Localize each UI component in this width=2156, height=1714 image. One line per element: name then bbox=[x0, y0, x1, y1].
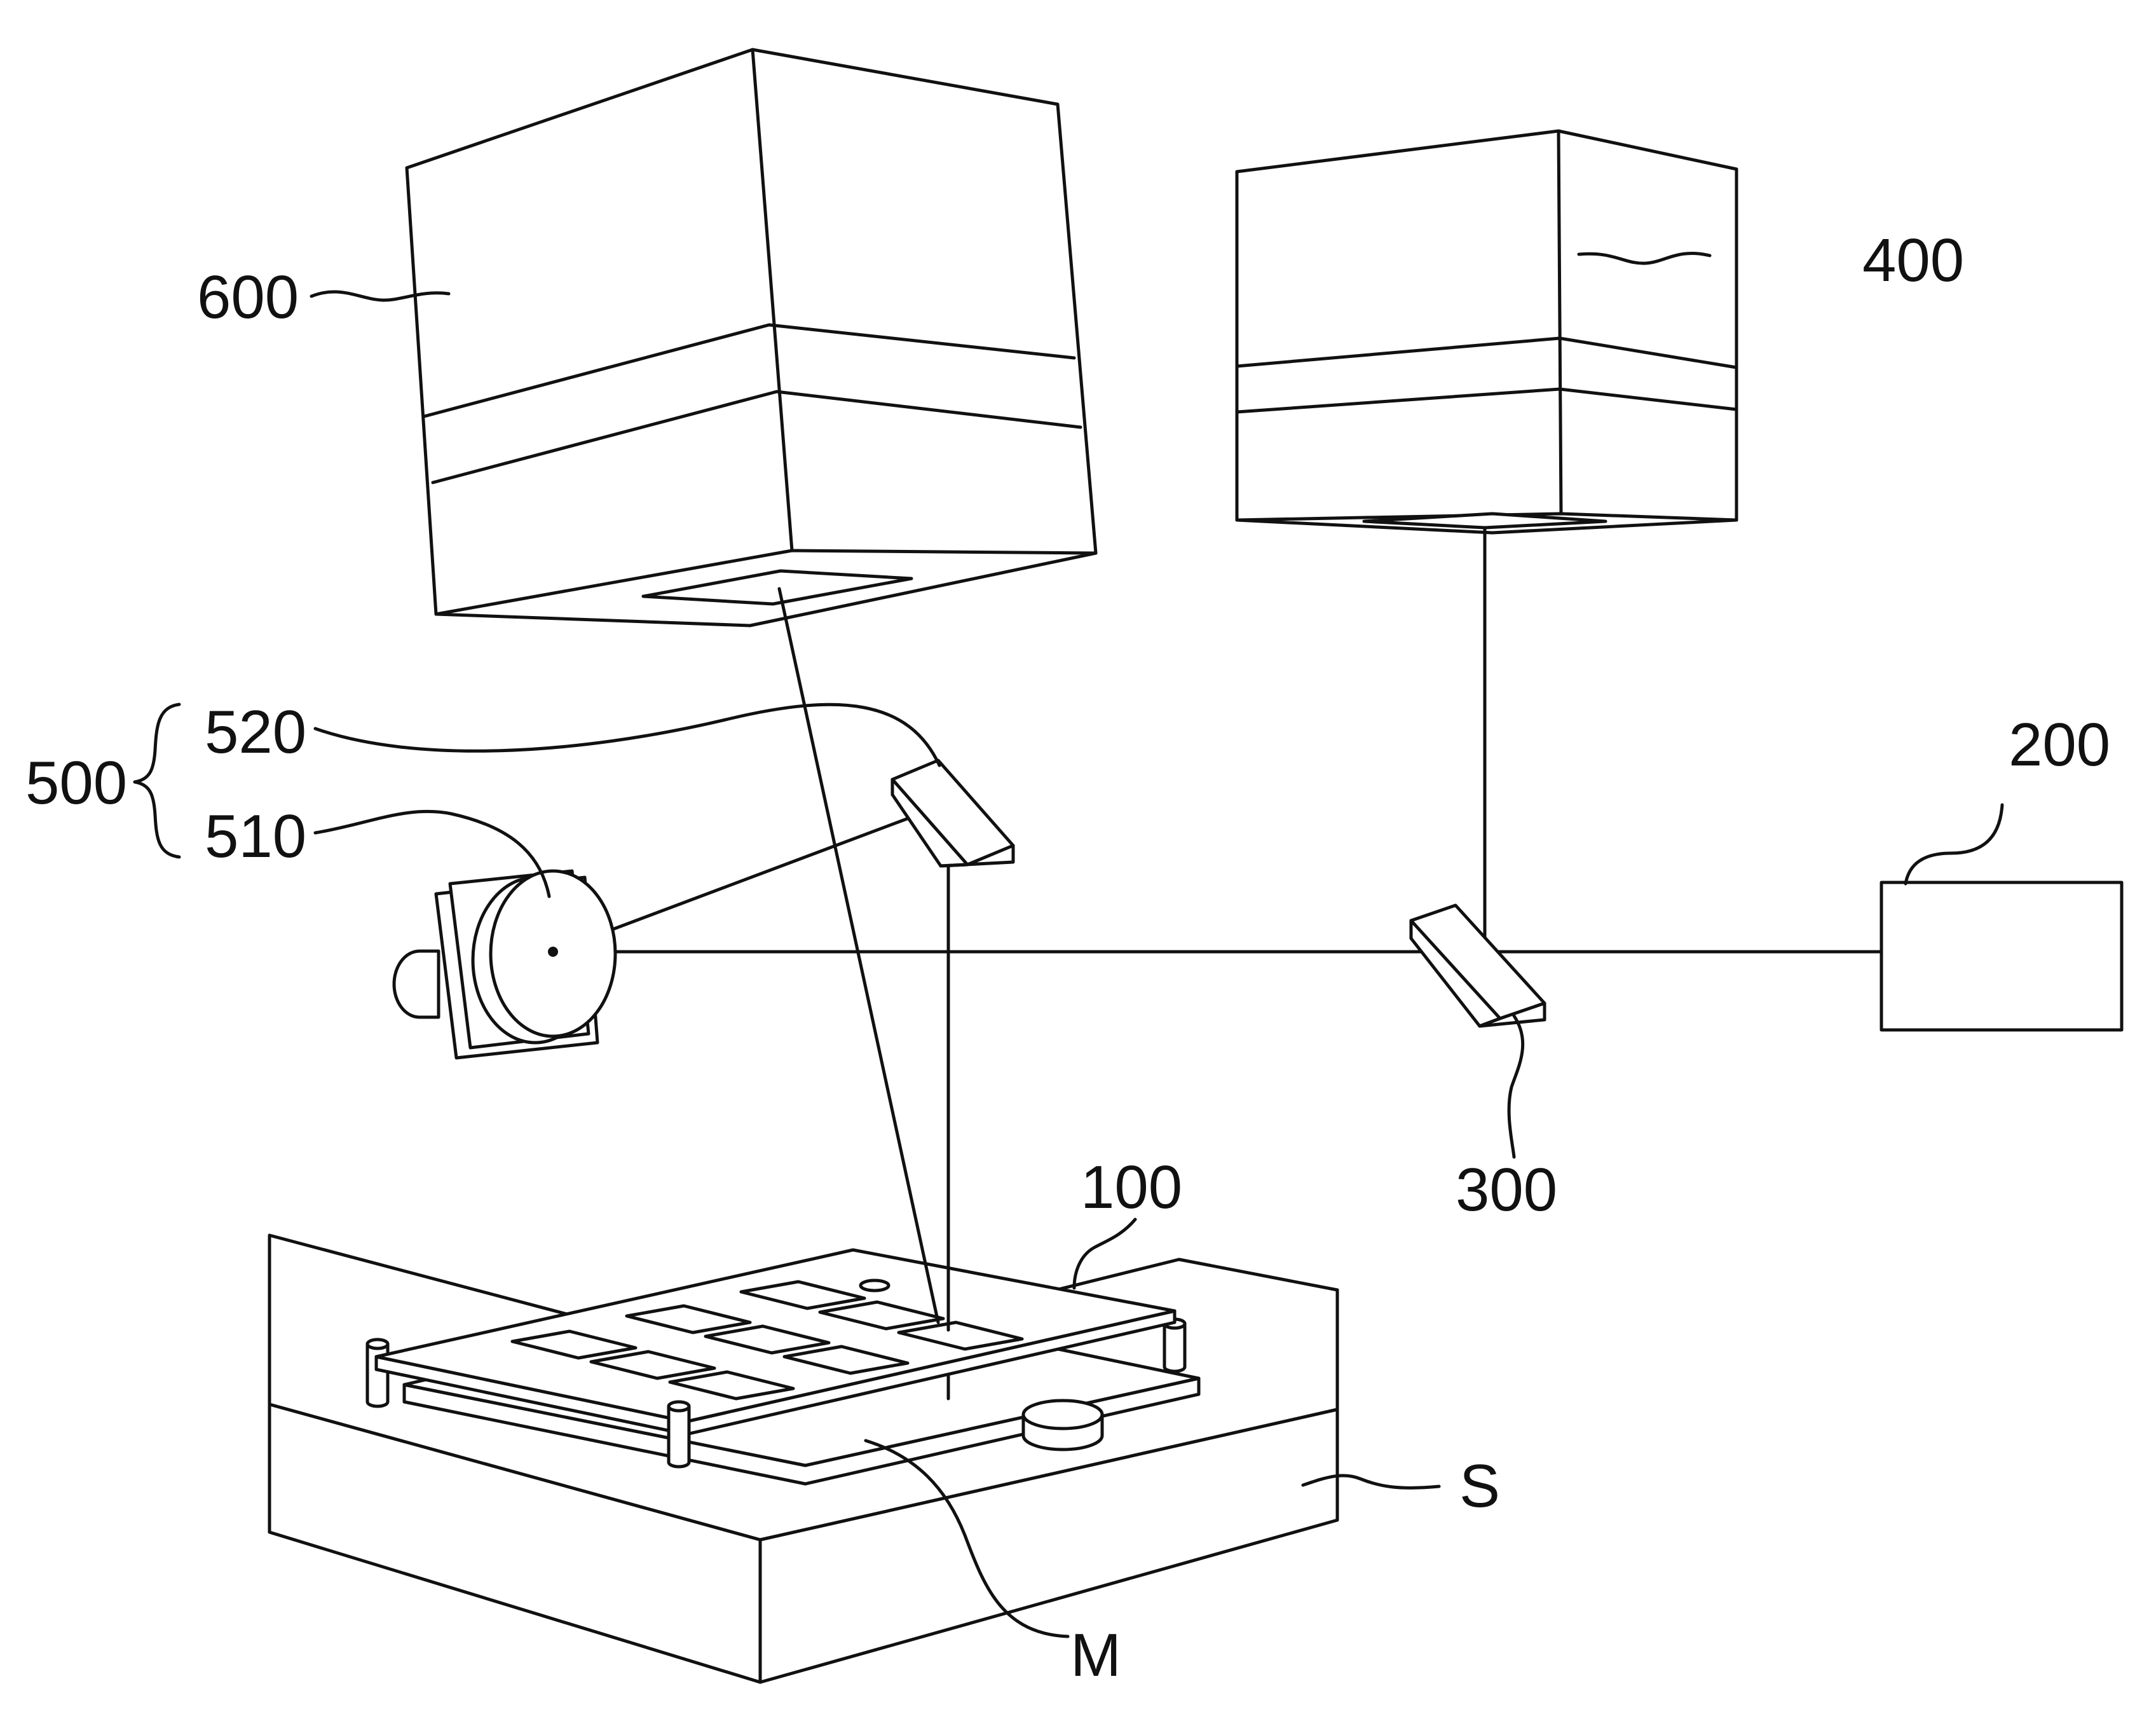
label-400: 400 bbox=[1862, 226, 1964, 294]
label-100: 100 bbox=[1081, 1153, 1182, 1221]
reference-labels: 600 400 500 520 510 200 300 100 S M bbox=[25, 226, 2110, 1689]
unit-600-edge bbox=[751, 48, 794, 552]
post-right-back bbox=[1163, 1322, 1187, 1373]
frame-windows bbox=[510, 1280, 1024, 1401]
window bbox=[625, 1304, 752, 1334]
camera-focus-point bbox=[548, 947, 558, 957]
window bbox=[897, 1320, 1024, 1351]
unit-600-body bbox=[405, 48, 1098, 627]
leader-300 bbox=[1507, 1014, 1525, 1159]
window bbox=[704, 1324, 831, 1355]
unit-400-band-top bbox=[1235, 336, 1738, 369]
window bbox=[818, 1300, 945, 1331]
splitter-300-front bbox=[1478, 1001, 1546, 1028]
label-500: 500 bbox=[25, 749, 127, 817]
label-600: 600 bbox=[197, 263, 299, 331]
unit-400-base-edge bbox=[1235, 512, 1738, 522]
unit-600-base-edge bbox=[434, 549, 1098, 616]
leader-lines bbox=[310, 252, 2004, 1638]
unit-400-window bbox=[1362, 512, 1607, 530]
unit-400 bbox=[1235, 129, 1738, 535]
light-source-200 bbox=[1880, 881, 2124, 1032]
beam-600-to-mask bbox=[777, 587, 940, 1324]
label-300: 300 bbox=[1456, 1156, 1557, 1224]
alignment-disk bbox=[1021, 1399, 1104, 1451]
window bbox=[510, 1329, 638, 1360]
camera-back-knob bbox=[392, 949, 440, 1019]
window bbox=[668, 1370, 795, 1401]
brace-500 bbox=[133, 703, 181, 859]
label-520: 520 bbox=[205, 698, 306, 766]
window bbox=[782, 1345, 910, 1375]
leader-m bbox=[864, 1439, 1070, 1638]
unit-600-window bbox=[641, 569, 913, 606]
leader-520 bbox=[313, 703, 941, 767]
window bbox=[589, 1350, 716, 1380]
label-510: 510 bbox=[205, 802, 306, 870]
leader-400 bbox=[1577, 252, 1712, 265]
splitter-300 bbox=[1409, 903, 1546, 1028]
mirror-520-front bbox=[939, 844, 1015, 868]
mirror-520 bbox=[890, 758, 1015, 868]
camera-510 bbox=[392, 869, 617, 1060]
leader-s bbox=[1301, 1474, 1441, 1490]
disk-top bbox=[1021, 1399, 1104, 1430]
unit-600-band-bottom bbox=[431, 390, 1082, 484]
unit-400-body bbox=[1235, 129, 1738, 535]
post-front-top bbox=[667, 1400, 691, 1413]
label-s: S bbox=[1459, 1452, 1500, 1520]
post-front bbox=[667, 1404, 691, 1469]
unit-400-edge bbox=[1557, 129, 1563, 516]
stage-right-face bbox=[758, 1408, 1339, 1684]
unit-400-band-bottom bbox=[1235, 387, 1738, 414]
frame-100 bbox=[365, 1248, 1187, 1469]
leader-100 bbox=[1072, 1217, 1137, 1290]
unit-600 bbox=[405, 48, 1098, 627]
label-m: M bbox=[1070, 1621, 1121, 1689]
window bbox=[739, 1280, 866, 1310]
frame-knob bbox=[859, 1279, 890, 1292]
leader-600 bbox=[310, 290, 451, 302]
label-200: 200 bbox=[2009, 711, 2110, 779]
leader-510 bbox=[313, 809, 551, 898]
post-left-back-top bbox=[365, 1338, 390, 1350]
unit-600-band-top bbox=[422, 323, 1076, 418]
leader-200 bbox=[1904, 803, 2004, 886]
